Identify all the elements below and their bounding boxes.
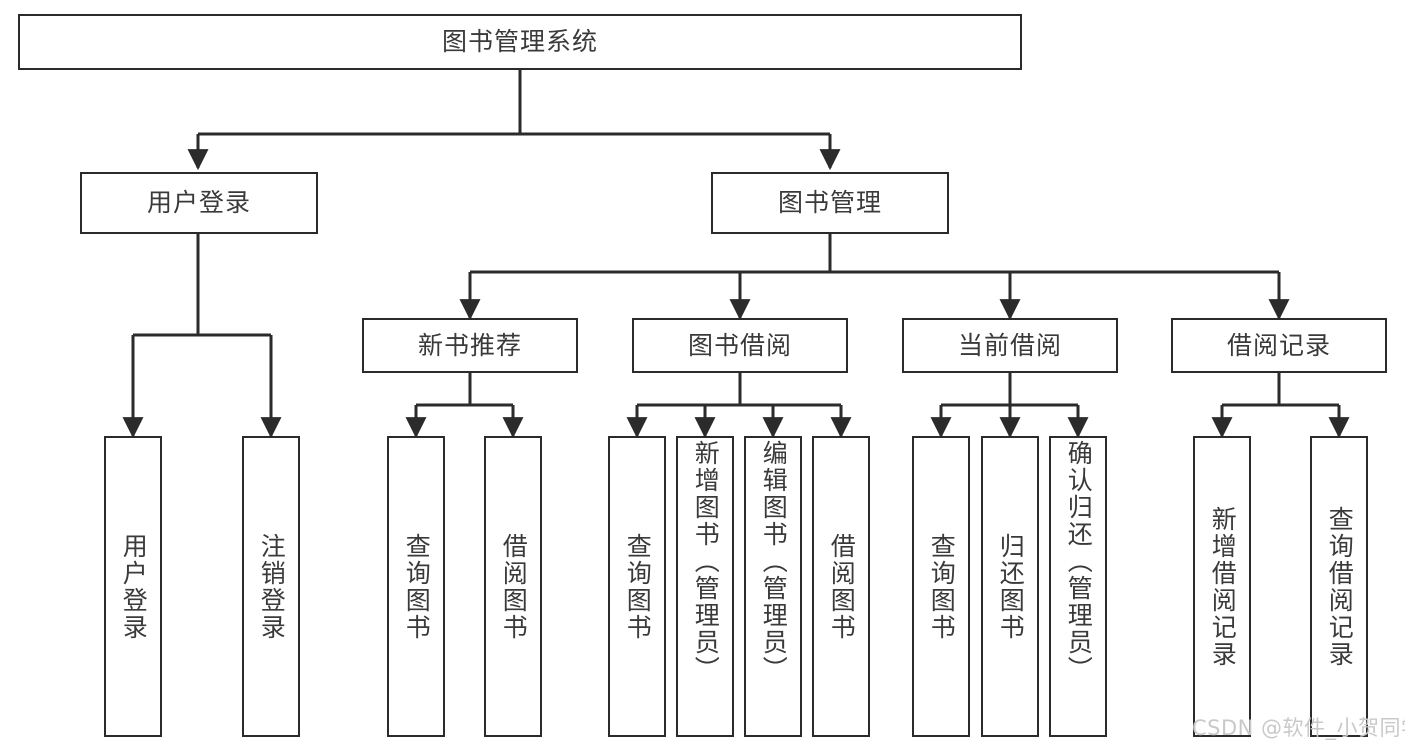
node-label: 图书管理 <box>777 188 882 218</box>
node-book-management[interactable]: 图书管理 <box>711 172 949 234</box>
leaf-logout-login[interactable]: 注销登录 <box>242 436 300 737</box>
node-label: 图书借阅 <box>687 330 792 360</box>
node-label: 查询图书 <box>927 532 957 641</box>
node-book-borrow[interactable]: 图书借阅 <box>632 318 848 373</box>
leaf-add-borrow-record[interactable]: 新增借阅记录 <box>1193 436 1251 737</box>
node-label: 查询图书 <box>402 532 432 641</box>
leaf-query-book-recommend[interactable]: 查询图书 <box>387 436 445 737</box>
node-label: 用户登录 <box>119 532 149 641</box>
node-label: 用户登录 <box>146 188 251 218</box>
leaf-query-book-borrow[interactable]: 查询图书 <box>608 436 666 737</box>
node-new-book-recommend[interactable]: 新书推荐 <box>362 318 578 373</box>
leaf-borrow-book[interactable]: 借阅图书 <box>812 436 870 737</box>
node-current-borrow[interactable]: 当前借阅 <box>902 318 1118 373</box>
node-label: 借阅图书 <box>499 532 529 641</box>
node-label: 查询借阅记录 <box>1325 505 1355 668</box>
leaf-return-book[interactable]: 归还图书 <box>981 436 1039 737</box>
leaf-user-login[interactable]: 用户登录 <box>104 436 162 737</box>
node-label: 借阅图书 <box>827 532 857 641</box>
leaf-query-book-current[interactable]: 查询图书 <box>912 436 970 737</box>
node-user-login[interactable]: 用户登录 <box>80 172 318 234</box>
node-label: 确认归还（管理员） <box>1064 440 1094 683</box>
node-label: 借阅记录 <box>1226 330 1331 360</box>
node-borrow-record[interactable]: 借阅记录 <box>1171 318 1387 373</box>
leaf-add-book-admin[interactable]: 新增图书（管理员） <box>676 436 734 737</box>
csdn-watermark: CSDN @软件_小贺同学 <box>1192 716 1405 740</box>
node-label: 图书管理系统 <box>441 27 598 57</box>
node-label: 新增图书（管理员） <box>691 440 721 683</box>
leaf-query-borrow-record[interactable]: 查询借阅记录 <box>1310 436 1368 737</box>
leaf-borrow-book-recommend[interactable]: 借阅图书 <box>484 436 542 737</box>
node-label: 归还图书 <box>996 532 1026 641</box>
node-label: 新增借阅记录 <box>1208 505 1238 668</box>
leaf-confirm-return-admin[interactable]: 确认归还（管理员） <box>1049 436 1107 737</box>
node-label: 新书推荐 <box>417 330 522 360</box>
node-label: 查询图书 <box>623 532 653 641</box>
leaf-edit-book-admin[interactable]: 编辑图书（管理员） <box>744 436 802 737</box>
node-label: 当前借阅 <box>957 330 1062 360</box>
node-label: 注销登录 <box>257 532 287 641</box>
node-root-system[interactable]: 图书管理系统 <box>18 14 1022 70</box>
node-label: 编辑图书（管理员） <box>759 440 789 683</box>
